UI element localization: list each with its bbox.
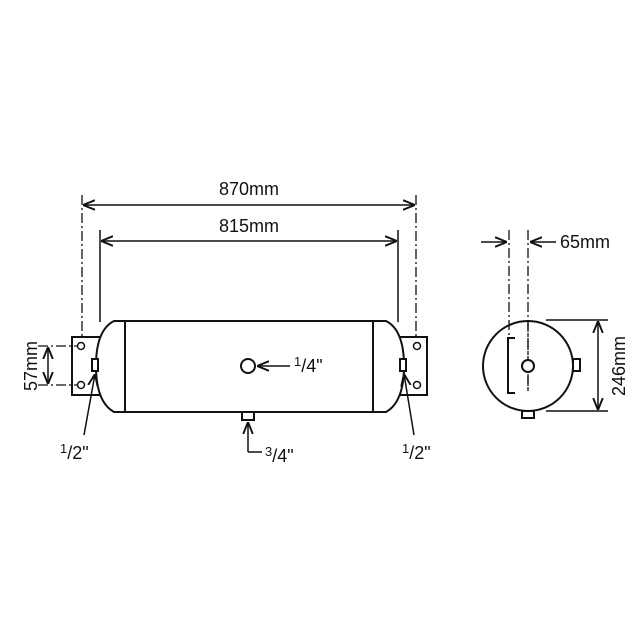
end-view-bottom-fitting: [521, 410, 535, 419]
dimension-815: 815mm: [101, 216, 397, 241]
right-end-fitting: [399, 358, 407, 372]
left-bracket-hole: [76, 341, 86, 351]
dimension-246-label: 246mm: [609, 336, 629, 396]
end-view-bracket: [507, 337, 515, 394]
extension-lines: [81, 195, 417, 336]
dimension-870: 870mm: [83, 179, 415, 205]
dimension-57: 57mm: [21, 341, 77, 391]
dimension-870-label: 870mm: [219, 179, 279, 199]
right-bracket-hole: [412, 341, 422, 351]
end-view-side-fitting: [572, 358, 581, 372]
left-end-fitting: [91, 358, 99, 372]
bottom-port: [241, 411, 255, 421]
dimension-57-label: 57mm: [21, 341, 41, 391]
top-port-label: 1/4": [294, 354, 323, 376]
bottom-port-label: 3/4": [265, 444, 294, 466]
left-end-port-label: 1/2": [60, 441, 89, 463]
top-port: [240, 358, 256, 374]
dimension-815-label: 815mm: [219, 216, 279, 236]
right-end-port-label: 1/2": [402, 441, 431, 463]
dimension-65-label: 65mm: [560, 232, 610, 252]
end-view: 65mm 246mm: [481, 230, 629, 419]
right-bracket-hole: [412, 380, 422, 390]
tank-body: [94, 320, 406, 413]
left-bracket-hole: [76, 380, 86, 390]
end-view-port: [521, 359, 535, 373]
